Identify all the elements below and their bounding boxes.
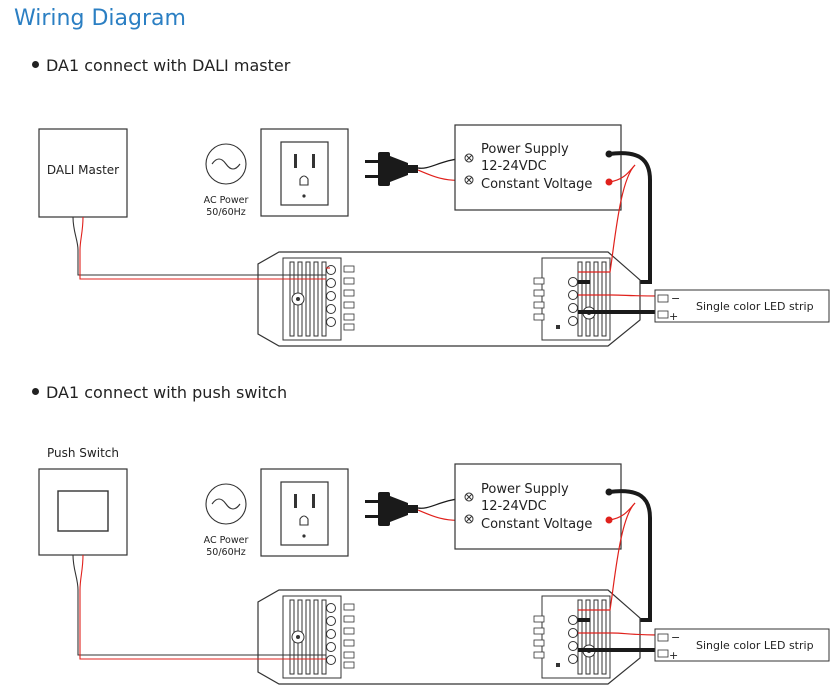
led-plus-symbol: + — [669, 649, 678, 662]
psu-ac-terminal-icon — [464, 153, 474, 185]
da1-input-wire-red — [578, 164, 636, 273]
ac-power-icon — [205, 483, 247, 525]
led-minus-symbol: − — [671, 631, 680, 644]
dali-bus-wire-black — [72, 216, 326, 276]
led-minus-symbol: − — [671, 292, 680, 305]
diagram-push-switch: Push Switch AC Power 50/60Hz — [38, 446, 830, 685]
led-strip-label: Single color LED strip — [696, 300, 814, 313]
section-1-heading-text: DA1 connect with DALI master — [46, 56, 291, 75]
led-plus-symbol: + — [669, 310, 678, 323]
bullet-dot — [32, 388, 39, 395]
led-strip-pad-plus — [657, 310, 669, 319]
wall-outlet-icon — [260, 128, 349, 217]
bullet-dot — [32, 61, 39, 68]
psu-ac-terminal-icon — [464, 492, 474, 524]
ac-frequency-label: 50/60Hz — [206, 207, 246, 218]
led-strip-pad-minus — [657, 633, 669, 642]
ac-power-label: AC Power — [204, 195, 249, 206]
wall-outlet-icon — [260, 468, 349, 557]
power-plug-icon — [365, 152, 418, 186]
psu-label-line3: Constant Voltage — [481, 517, 592, 532]
ac-power-icon — [205, 143, 247, 185]
led-wire-positive — [578, 294, 661, 297]
section-1-heading: DA1 connect with DALI master — [32, 56, 290, 75]
section-2-heading-text: DA1 connect with push switch — [46, 383, 288, 402]
dc-negative-wire — [590, 489, 652, 622]
psu-label-line1: Power Supply — [481, 482, 569, 497]
switch-wire-black — [72, 554, 326, 656]
psu-label-line2: 12-24VDC — [481, 499, 547, 514]
da1-controller — [257, 251, 641, 347]
page-title: Wiring Diagram — [14, 6, 186, 31]
switch-wire-red — [79, 554, 326, 660]
diagram-dali-master: DALI Master AC Power 50/60Hz — [38, 124, 830, 347]
dc-negative-wire — [590, 151, 652, 284]
led-strip-pad-plus — [657, 649, 669, 658]
led-strip-label: Single color LED strip — [696, 639, 814, 652]
dali-master-label: DALI Master — [47, 163, 119, 177]
led-strip-pad-minus — [657, 294, 669, 303]
power-plug-icon — [365, 492, 418, 526]
ac-frequency-label: 50/60Hz — [206, 547, 246, 558]
push-switch-label: Push Switch — [47, 446, 119, 460]
psu-label-line3: Constant Voltage — [481, 177, 592, 192]
da1-controller — [257, 589, 641, 685]
led-strip-box — [654, 628, 830, 662]
push-switch-button — [57, 490, 109, 532]
power-supply-box — [454, 463, 622, 550]
section-2-heading: DA1 connect with push switch — [32, 383, 287, 402]
da1-input-wire-red — [578, 502, 636, 611]
led-strip-box — [654, 289, 830, 323]
power-supply-box — [454, 124, 622, 211]
psu-label-line2: 12-24VDC — [481, 159, 547, 174]
dali-bus-wire-red — [79, 216, 326, 280]
psu-label-line1: Power Supply — [481, 142, 569, 157]
ac-power-label: AC Power — [204, 535, 249, 546]
led-wire-positive — [578, 632, 661, 636]
